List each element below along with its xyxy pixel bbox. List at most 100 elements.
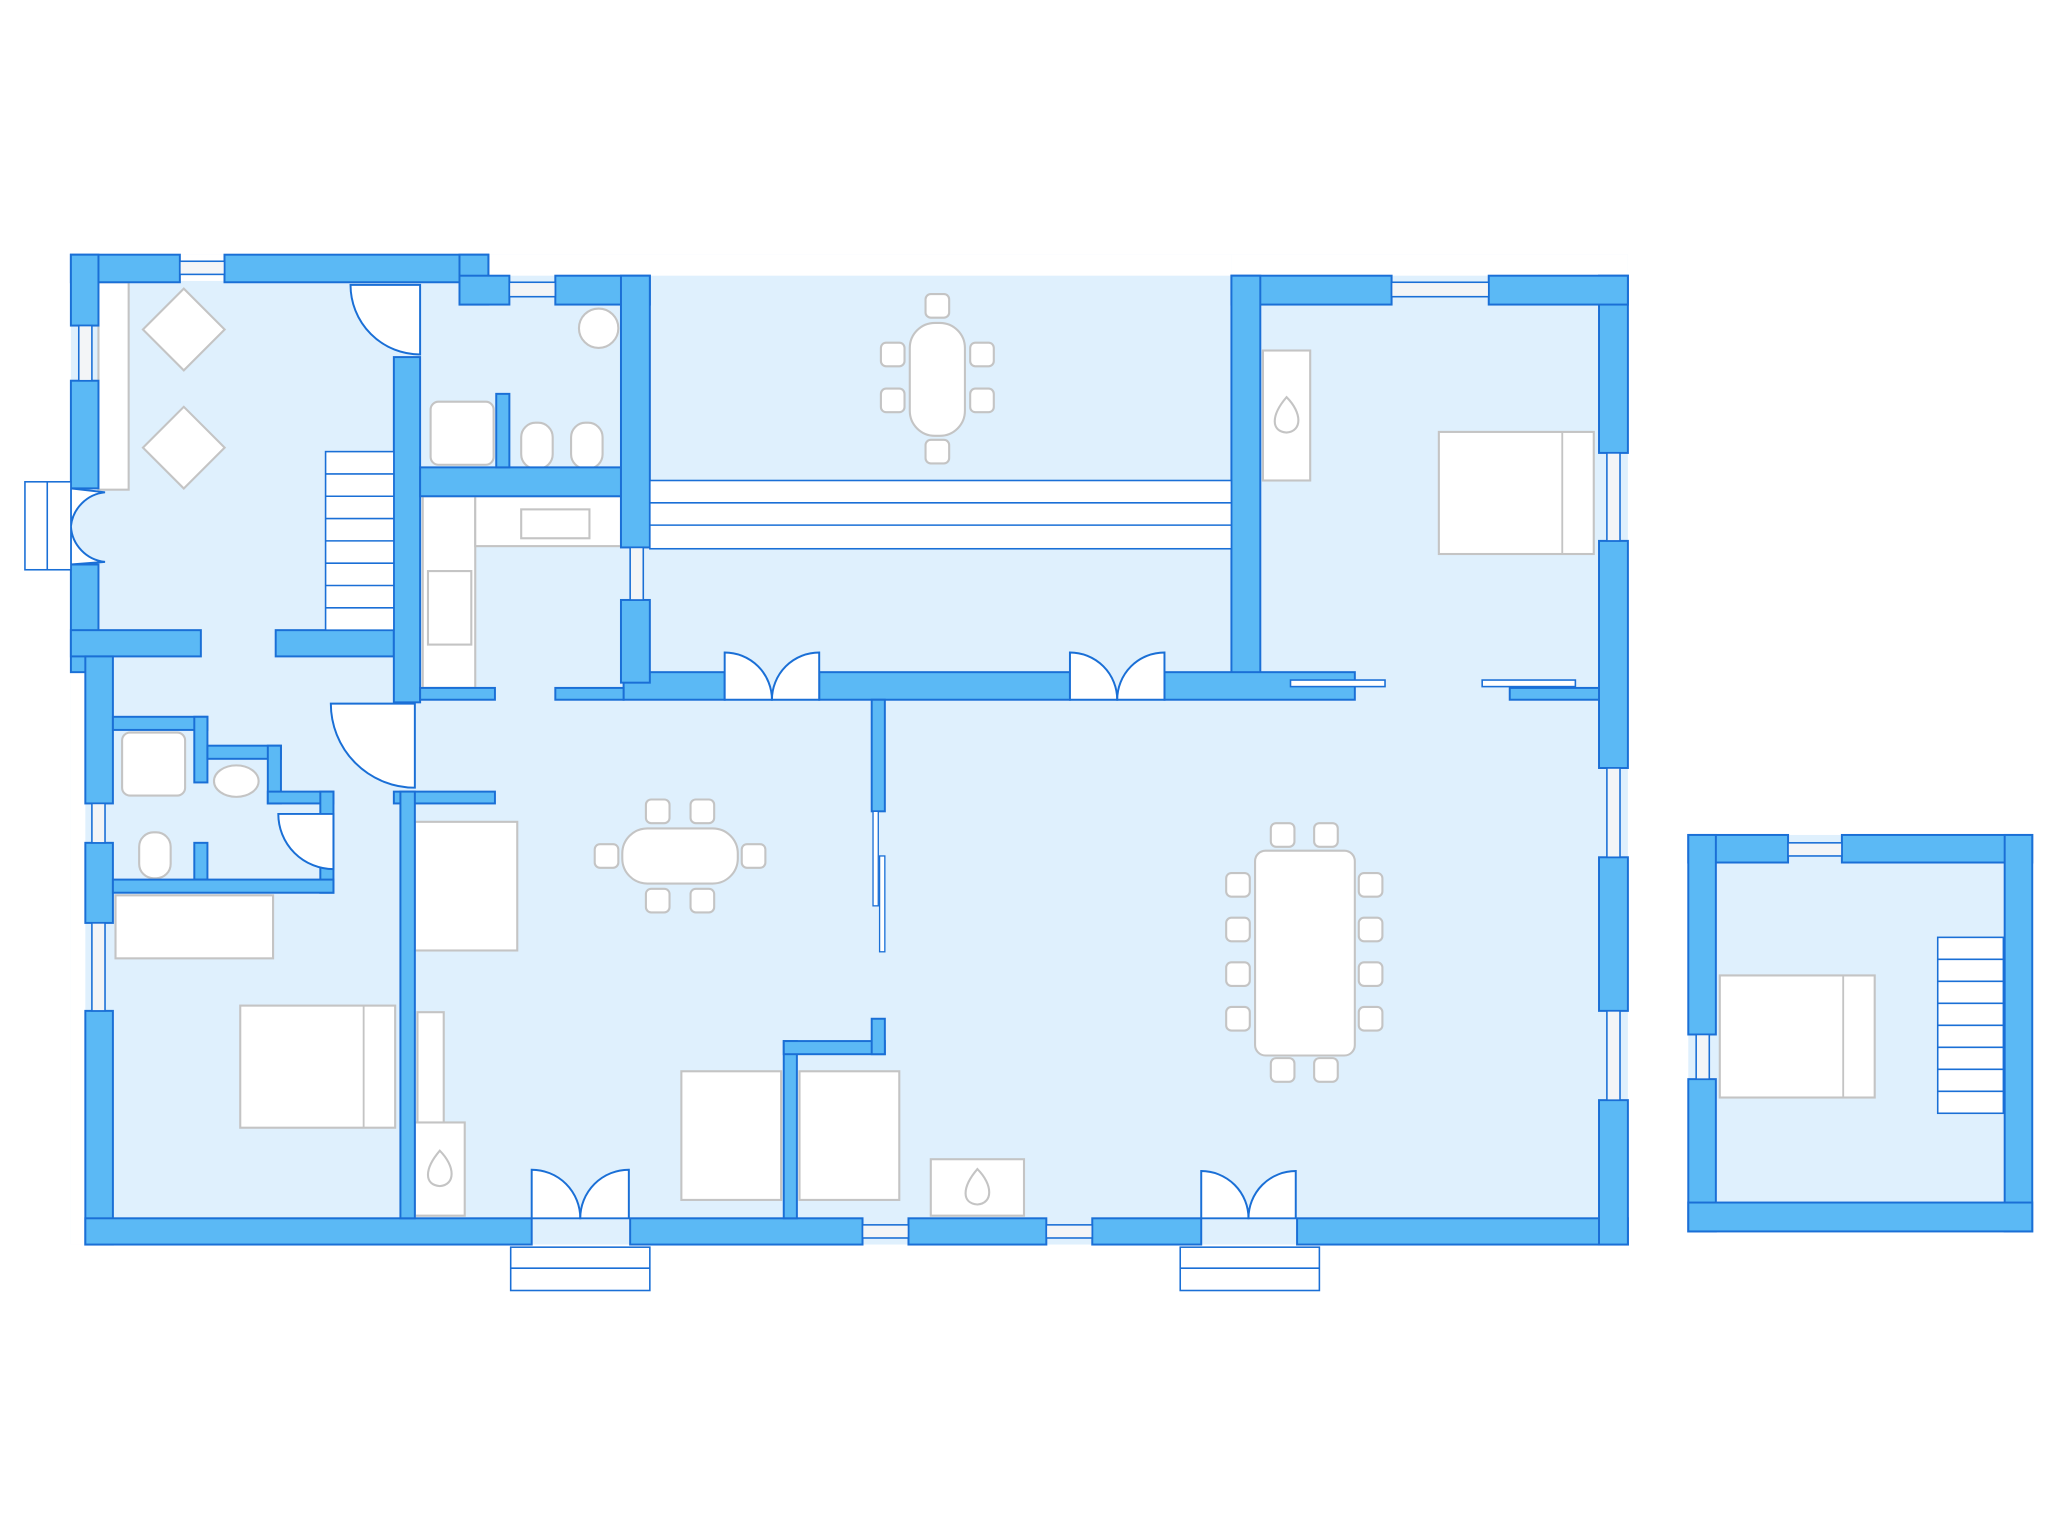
chair-icon (1357, 1005, 1384, 1032)
fireplace-icon (1261, 349, 1312, 482)
guitar-stand (416, 1011, 445, 1124)
sideboard (97, 281, 130, 491)
double-bed-icon (1437, 430, 1595, 556)
door-icon (770, 651, 821, 701)
dining-table-icon (908, 321, 966, 437)
wall (392, 790, 496, 805)
wall (223, 253, 490, 284)
wall (69, 629, 202, 658)
chair-icon (1269, 822, 1296, 848)
single-bed-icon (114, 894, 275, 960)
chair-icon (644, 798, 671, 825)
wall (495, 392, 511, 469)
wall (818, 671, 1071, 701)
wall (1230, 274, 1262, 684)
window-icon (1787, 842, 1843, 857)
toilet-icon (138, 831, 172, 880)
window-icon (1606, 767, 1621, 859)
door-icon (349, 283, 422, 356)
chair-icon (1357, 916, 1384, 943)
sliding-door-icon (878, 855, 886, 953)
window-icon (861, 1224, 910, 1239)
stairs-icon (649, 479, 1233, 550)
window-icon (1390, 281, 1490, 298)
flame-icon (964, 1167, 991, 1206)
door-icon (277, 812, 335, 871)
wall (1163, 671, 1356, 701)
double-bed-icon (1718, 974, 1876, 1099)
chair-icon (924, 293, 951, 319)
wall (399, 790, 416, 1220)
door-icon (329, 702, 416, 789)
wall (1091, 1217, 1203, 1246)
toilet-icon (520, 421, 554, 470)
wall (619, 598, 651, 684)
window-icon (629, 546, 645, 601)
door-icon (1247, 1170, 1297, 1220)
armchair-icon (141, 405, 227, 491)
kitchen-sink-icon (520, 508, 591, 540)
wall (419, 686, 496, 701)
window-icon (1606, 1010, 1621, 1101)
wall (458, 274, 511, 306)
wall (629, 1217, 864, 1246)
wall (392, 356, 422, 704)
sink-icon (212, 764, 260, 798)
door-icon (579, 1168, 630, 1220)
outside (1231, 254, 1628, 276)
window-icon (508, 281, 557, 298)
furniture (97, 281, 1876, 1217)
window-icon (1045, 1224, 1094, 1239)
sink-icon (577, 307, 620, 349)
wall (554, 686, 625, 701)
wall (193, 715, 209, 784)
sofa-icon (680, 1070, 783, 1201)
chair-icon (969, 387, 995, 414)
stove-icon (426, 570, 473, 646)
chair-icon (1225, 871, 1251, 898)
openings (24, 260, 2005, 1292)
window-icon (179, 260, 226, 276)
wall (84, 841, 114, 924)
sofa-icon (413, 820, 519, 952)
chair-icon (924, 438, 951, 465)
sliding-door-icon (1481, 679, 1577, 688)
wall (111, 715, 209, 731)
sofa-icon (798, 1070, 901, 1201)
window-icon (1695, 1033, 1711, 1080)
chair-icon (689, 887, 716, 914)
wall (870, 1017, 886, 1056)
chair-icon (1313, 822, 1339, 848)
wall (782, 1040, 798, 1220)
dining-table-icon (621, 827, 739, 885)
wall (84, 655, 114, 805)
chair-icon (1225, 916, 1251, 943)
chair-icon (879, 387, 906, 414)
chair-icon (969, 341, 995, 368)
bidet-icon (570, 421, 604, 470)
chair-icon (1269, 1057, 1296, 1083)
chair-icon (593, 843, 620, 869)
wall (1687, 833, 1717, 1036)
sliding-door-icon (1289, 679, 1386, 688)
wall (419, 466, 622, 498)
chair-icon (644, 887, 671, 914)
chair-icon (689, 798, 716, 825)
chair-icon (740, 843, 767, 869)
flame-icon (1273, 395, 1300, 434)
chair-icon (1357, 961, 1384, 987)
wall (870, 698, 886, 813)
wall (84, 1009, 114, 1246)
shower-icon (429, 400, 495, 466)
window-icon (91, 922, 106, 1012)
wall (274, 629, 395, 658)
chair-icon (1225, 961, 1251, 987)
chair-icon (879, 341, 906, 368)
window-icon (91, 802, 106, 844)
armchair-icon (141, 287, 227, 372)
double-bed-icon (239, 1004, 397, 1129)
wall (69, 379, 100, 490)
outside (488, 254, 1232, 276)
wall (2003, 833, 2034, 1233)
